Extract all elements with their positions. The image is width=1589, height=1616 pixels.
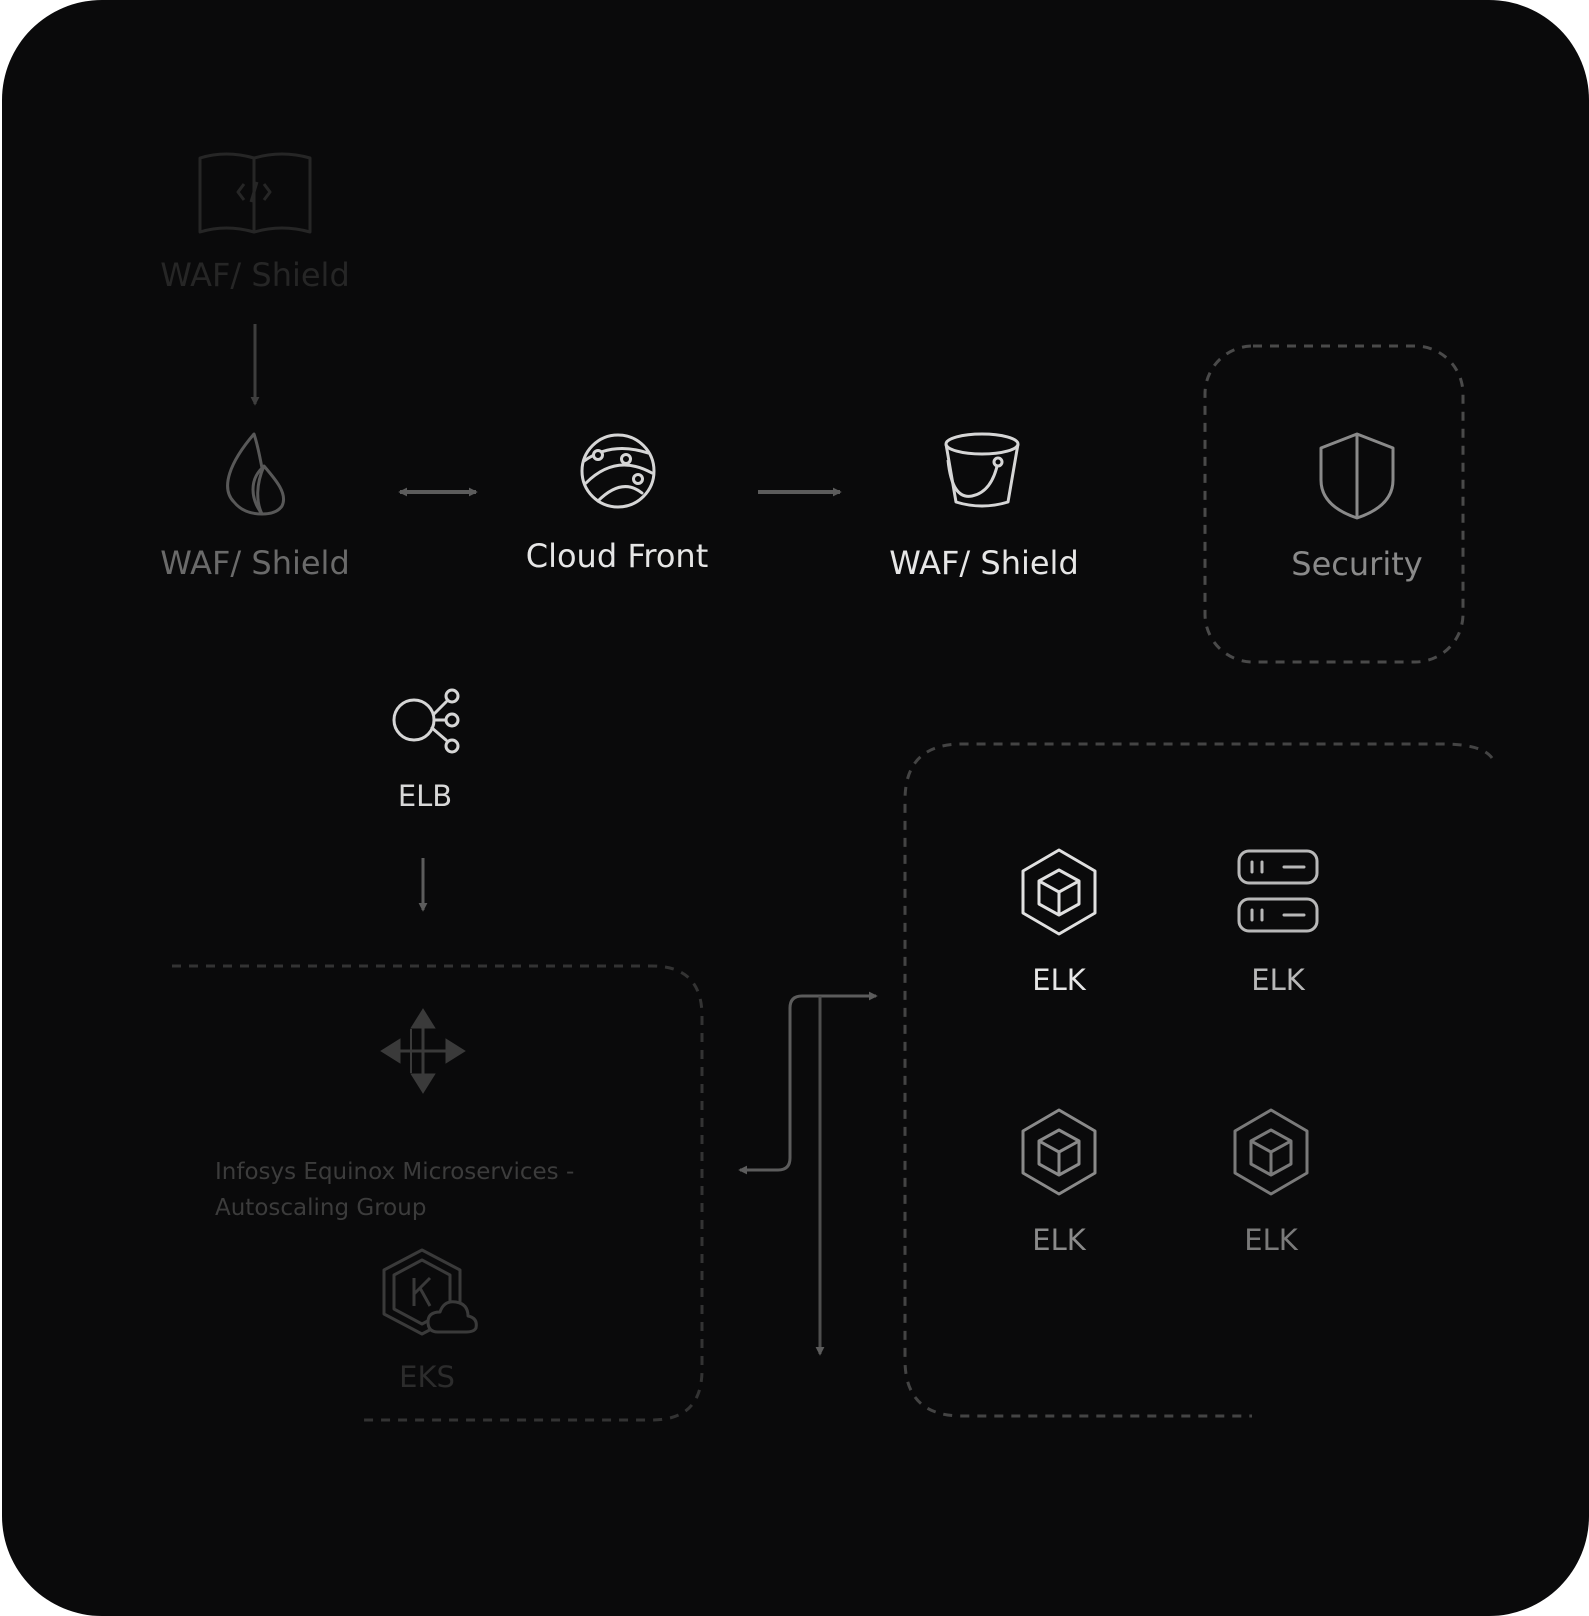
- server-icon: [1237, 849, 1319, 933]
- autoscaling-caption-line-1: Infosys Equinox Microservices -: [215, 1159, 575, 1185]
- bucket-icon: [944, 432, 1020, 508]
- code-book-icon: [198, 152, 312, 234]
- eks-label: EKS: [399, 1360, 455, 1394]
- autoscaling-group-caption: Infosys Equinox Microservices - Autoscal…: [215, 1154, 574, 1226]
- elk-group-box: [903, 742, 1494, 1418]
- flame-icon: [226, 432, 285, 516]
- load-balancer-icon: [392, 688, 460, 754]
- waf-bucket-label: WAF/ Shield: [889, 544, 1079, 582]
- kubernetes-cloud-icon: [382, 1248, 478, 1336]
- autoscaling-group-box: [172, 964, 704, 1422]
- elk-4-label: ELK: [1244, 1223, 1298, 1257]
- shield-icon: [1319, 432, 1395, 520]
- elb-label: ELB: [397, 779, 453, 813]
- elk-3-label: ELK: [1032, 1223, 1086, 1257]
- waf-left-label: WAF/ Shield: [160, 544, 350, 582]
- cloudfront-label: Cloud Front: [525, 537, 709, 575]
- elk-2-label: ELK: [1251, 963, 1305, 997]
- globe-network-icon: [580, 433, 656, 509]
- elk-1-label: ELK: [1032, 963, 1086, 997]
- security-group-box: [1203, 344, 1465, 664]
- waf-top-label: WAF/ Shield: [160, 256, 350, 294]
- autoscaling-caption-line-2: Autoscaling Group: [215, 1195, 427, 1221]
- cube-icon: [1233, 1108, 1309, 1196]
- cube-icon: [1021, 848, 1097, 936]
- cube-icon: [1021, 1108, 1097, 1196]
- move-arrows-icon: [380, 1008, 466, 1094]
- connector-elk-to-autoscaling: [738, 994, 872, 1175]
- security-label: Security: [1291, 545, 1423, 583]
